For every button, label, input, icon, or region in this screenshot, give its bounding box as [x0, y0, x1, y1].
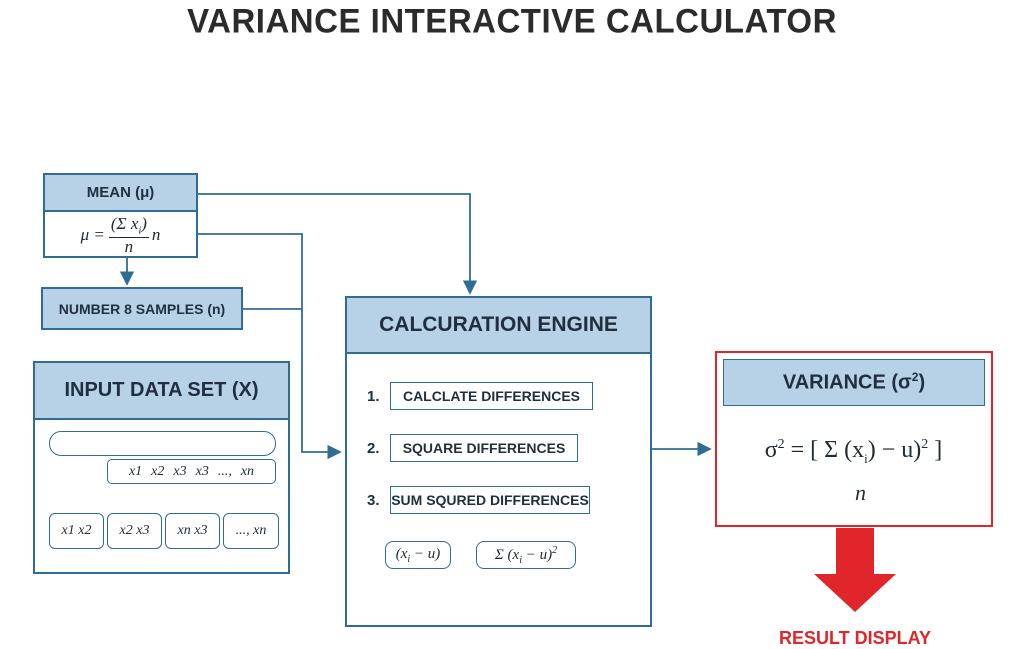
mean-fraction-numerator: (Σ xi) — [108, 213, 149, 238]
diff-sub: i — [407, 553, 411, 565]
variance-lhs-sup: 2 — [777, 437, 785, 452]
data-chip[interactable]: x1 x2 — [49, 513, 104, 549]
mean-formula-lhs: μ = — [80, 225, 105, 244]
step-number: 2. — [367, 440, 380, 457]
step-label: SUM SQURED DIFFERENCES — [391, 492, 589, 508]
mean-num-close: ) — [141, 213, 147, 233]
variance-sup: 2 — [921, 437, 929, 452]
row1-item: x3 — [173, 463, 187, 479]
input-header: INPUT DATA SET (X) — [35, 363, 288, 420]
variance-lhs: σ — [764, 437, 778, 463]
data-chip[interactable]: xn x3 — [165, 513, 220, 549]
mean-header-label: MEAN (μ) — [86, 184, 155, 201]
variance-close: ] — [928, 437, 943, 463]
mean-num-sub: i — [138, 225, 142, 237]
diff-text: (x — [395, 545, 408, 562]
row1-item: x1 — [128, 463, 143, 479]
variance-header-sup: 2 — [911, 370, 919, 385]
row1-item: ..., — [217, 463, 232, 479]
step-square-differences[interactable]: SQUARE DIFFERENCES — [390, 434, 578, 462]
variance-header: VARIANCE (σ2) — [723, 359, 985, 406]
mean-num-text: (Σ x — [110, 213, 139, 233]
variance-formula: σ2 = [ Σ (xi) − u)2 ] — [717, 437, 990, 467]
step-label: SQUARE DIFFERENCES — [402, 440, 566, 456]
data-row-1[interactable]: x1 x2 x3 x3 ..., xn — [107, 459, 276, 484]
variance-denominator: n — [855, 480, 866, 505]
variance-mid: ) − u) — [867, 437, 922, 463]
calculation-engine-box: CALCURATION ENGINE 1. CALCLATE DIFFERENC… — [345, 296, 652, 627]
diff-rest: − u) — [410, 545, 441, 562]
input-header-label: INPUT DATA SET (X) — [64, 379, 259, 401]
result-display-label: RESULT DISPLAY — [778, 628, 932, 648]
sum-sup: 2 — [552, 544, 558, 556]
step-label: CALCLATE DIFFERENCES — [402, 388, 581, 404]
chip-text: xn x3 — [177, 523, 208, 538]
samples-box: NUMBER 8 SAMPLES (n) — [41, 287, 243, 330]
data-chip[interactable]: x2 x3 — [107, 513, 162, 549]
row1-item: x3 — [195, 463, 209, 479]
mean-fraction: (Σ xi) n — [108, 213, 149, 256]
engine-header: CALCURATION ENGINE — [347, 298, 650, 354]
result-arrow — [814, 528, 896, 612]
variance-header-text: VARIANCE (σ — [782, 371, 912, 394]
formula-to-engine-line — [197, 233, 342, 460]
mean-header: MEAN (μ) — [45, 175, 196, 212]
engine-header-label: CALCURATION ENGINE — [379, 313, 618, 336]
sum-sub: i — [519, 554, 522, 566]
variance-sub: i — [864, 450, 868, 466]
step-number: 1. — [367, 388, 380, 405]
sum-text: Σ (x — [494, 546, 520, 563]
variance-body: = [ Σ (x — [784, 437, 865, 463]
mean-box: MEAN (μ) μ = (Σ xi) n n — [43, 173, 198, 258]
mean-formula-tail: n — [151, 225, 161, 244]
step-calculate-differences[interactable]: CALCLATE DIFFERENCES — [390, 382, 593, 410]
row1-item: xn — [240, 463, 255, 479]
step-number: 3. — [367, 492, 380, 509]
variance-header-label: VARIANCE (σ2) — [783, 370, 925, 395]
chip-text: ..., xn — [235, 523, 267, 538]
variance-box: VARIANCE (σ2) σ2 = [ Σ (xi) − u)2 ] n — [715, 351, 993, 527]
variance-header-close: ) — [918, 371, 926, 394]
page-title: VARIANCE INTERACTIVE CALCULATOR — [187, 1, 837, 40]
data-entry-field[interactable] — [49, 431, 276, 456]
input-data-box: INPUT DATA SET (X) x1 x2 x3 x3 ..., xn x… — [33, 361, 290, 574]
chip-text: x2 x3 — [119, 523, 150, 538]
samples-label: NUMBER 8 SAMPLES (n) — [58, 300, 226, 317]
mean-formula: μ = (Σ xi) n n — [45, 212, 196, 258]
mean-to-engine-line — [197, 193, 478, 295]
row1-item: x2 — [151, 463, 165, 479]
mean-fraction-denominator: n — [124, 236, 134, 256]
step-sum-squared-differences[interactable]: SUM SQURED DIFFERENCES — [390, 486, 590, 514]
difference-pill: (xi − u) — [385, 541, 451, 569]
sum-rest: − u) — [521, 546, 553, 563]
data-chip[interactable]: ..., xn — [223, 513, 279, 549]
sum-squares-pill: Σ (xi − u)2 — [476, 541, 576, 569]
chip-text: x1 x2 — [61, 523, 92, 538]
